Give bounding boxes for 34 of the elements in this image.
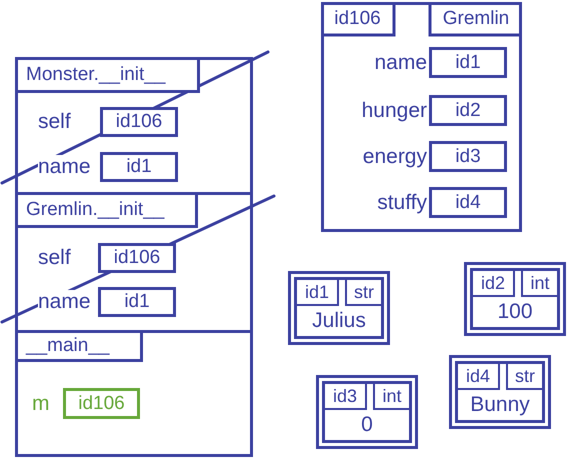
type-tab: str [345, 280, 381, 306]
type-tab: int [373, 384, 409, 410]
type-name: Gremlin [442, 7, 510, 31]
reference-box: id2 [429, 95, 507, 126]
object-value: 100 [496, 299, 534, 325]
object-id: id106 [333, 7, 382, 31]
object-box [464, 262, 566, 336]
object-id-tab: id1 [297, 280, 339, 306]
reference-box: id1 [100, 152, 178, 182]
stack-frame [15, 192, 253, 333]
object-id-tab: id3 [325, 384, 367, 410]
reference-box: id3 [429, 141, 507, 172]
object-value: Julius [311, 308, 367, 334]
reference-box: id106 [98, 243, 176, 273]
object-box [288, 271, 390, 345]
type-tab: int [521, 271, 557, 297]
object-id-tab: id2 [473, 271, 515, 297]
reference-box: id106 [100, 107, 178, 137]
object-box [321, 2, 522, 232]
object-box [449, 355, 551, 429]
object-value: 0 [360, 412, 374, 438]
frame-name-tab: Gremlin.__init__ [15, 192, 198, 228]
reference-box: id4 [429, 187, 507, 218]
type-tab: str [506, 364, 542, 390]
object-box [316, 375, 418, 449]
stack-frame [15, 330, 253, 457]
stack-frame [15, 57, 253, 195]
object-id-tab: id4 [458, 364, 500, 390]
object-value: Bunny [469, 392, 531, 418]
frame-name-tab: Monster.__init__ [15, 57, 200, 93]
reference-box: id106 [63, 388, 140, 419]
frame-name-tab: __main__ [15, 330, 143, 362]
reference-box: id1 [98, 287, 176, 317]
reference-box: id1 [429, 47, 507, 78]
